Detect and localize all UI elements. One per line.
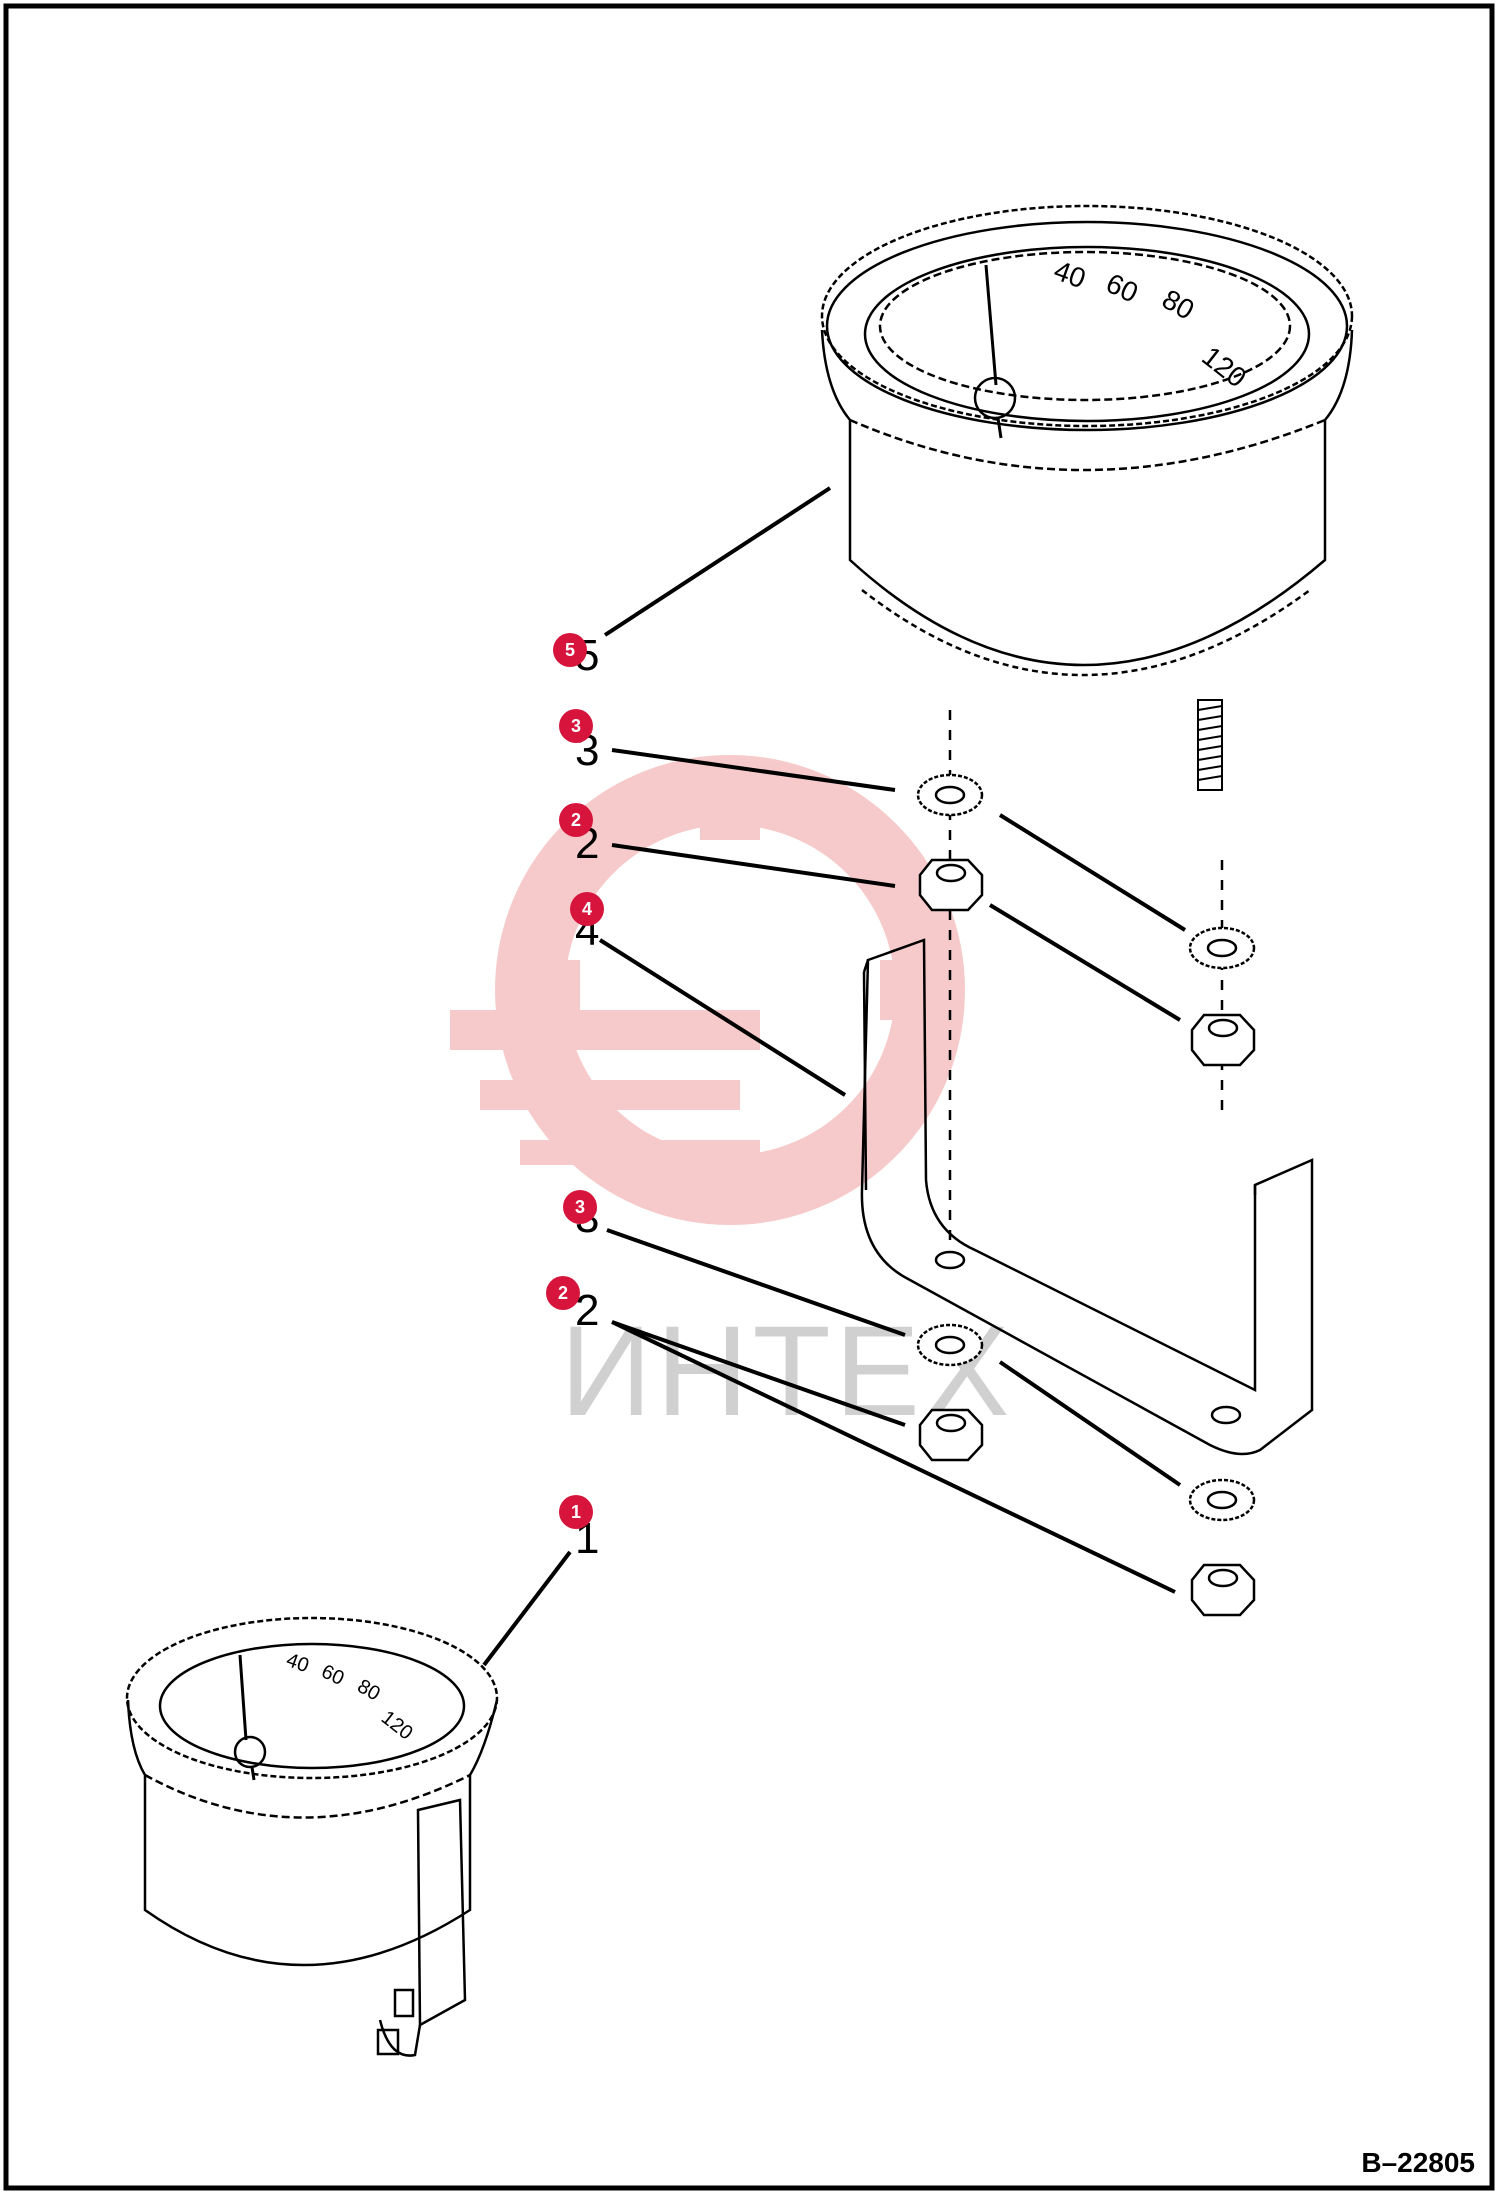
leader-item-3-bottom (606, 1228, 906, 1337)
small-dial-number-60: 60 (318, 1661, 347, 1690)
lock-washer-top-left (916, 773, 984, 817)
threaded-stud (1197, 699, 1223, 791)
leader-lines (482, 486, 1187, 1667)
leader-item-3-bottom-b (998, 1360, 1182, 1487)
svg-text:1: 1 (571, 1502, 581, 1522)
small-dial-number-120: 120 (377, 1707, 417, 1745)
dial-number-80: 80 (1157, 283, 1199, 325)
leader-item-3-top (611, 748, 896, 792)
hex-nut-top-left (918, 858, 984, 912)
lock-washer-bottom-left (916, 1323, 984, 1367)
small-dial-number-40: 40 (283, 1649, 311, 1677)
svg-text:4: 4 (582, 899, 592, 919)
svg-text:2: 2 (558, 1283, 568, 1303)
leader-item-2-bottom-b (611, 1320, 1176, 1594)
dial-scale-small: 40 60 80 120 (283, 1649, 416, 1744)
figure-id: B–22805 (1361, 2147, 1475, 2178)
hex-nut-top-right (1190, 1013, 1256, 1067)
callout-2-bottom[interactable]: 2 (546, 1276, 580, 1310)
gauge-large (820, 204, 1354, 791)
bracket (860, 938, 1314, 1456)
callout-1[interactable]: 1 (559, 1495, 593, 1529)
center-lines (948, 710, 1224, 1250)
svg-text:3: 3 (571, 716, 581, 736)
leader-item-2-top-b (988, 903, 1182, 1022)
callout-5[interactable]: 5 (553, 633, 587, 667)
dial-scale-large: 40 60 80 120 (1050, 255, 1252, 394)
dial-number-40: 40 (1050, 255, 1090, 295)
svg-text:3: 3 (575, 1197, 585, 1217)
callout-2-top[interactable]: 2 (559, 803, 593, 837)
leader-item-1 (482, 1550, 572, 1667)
gauge-small-assembled (125, 1616, 499, 2057)
callout-3-top[interactable]: 3 (559, 709, 593, 743)
callout-markers: 5 3 2 4 3 2 1 (546, 633, 604, 1529)
svg-text:2: 2 (571, 810, 581, 830)
small-dial-number-80: 80 (354, 1675, 384, 1705)
leader-item-2-top (611, 843, 896, 888)
watermark-logo (450, 755, 965, 1225)
svg-text:5: 5 (565, 640, 575, 660)
leader-item-4 (598, 938, 847, 1097)
leader-item-2-bottom-a (611, 1320, 906, 1427)
callout-4[interactable]: 4 (570, 892, 604, 926)
hex-nut-bottom-left (918, 1408, 984, 1462)
lock-washer-bottom-right (1188, 1478, 1256, 1522)
callout-3-bottom[interactable]: 3 (563, 1190, 597, 1224)
leader-item-5 (603, 486, 832, 637)
hex-nut-bottom-right (1190, 1563, 1256, 1617)
diagram-border (3, 3, 1495, 2191)
leader-item-3-top-b (998, 813, 1187, 932)
dial-number-60: 60 (1101, 267, 1142, 308)
lock-washer-top-right (1188, 926, 1256, 970)
